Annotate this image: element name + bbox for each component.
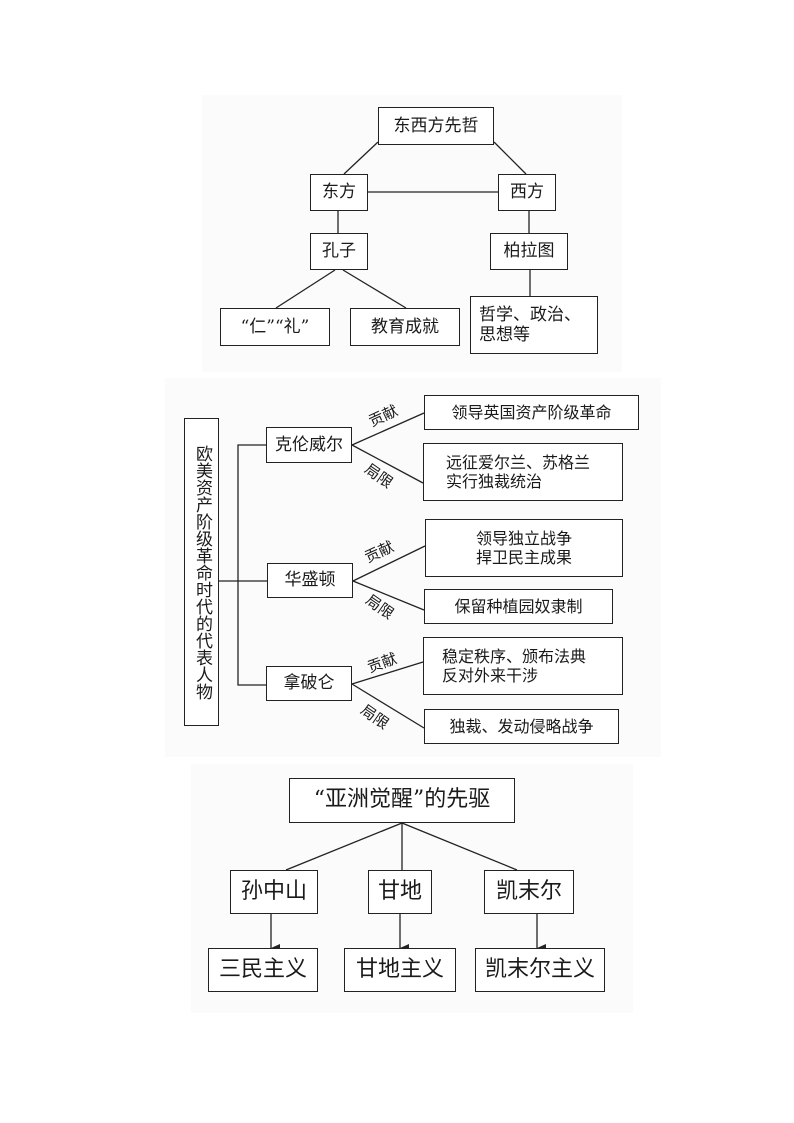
node-west: 西方 — [498, 174, 556, 211]
node-root-asian-awakening: “亚洲觉醒”的先驱 — [289, 778, 515, 823]
node-cromwell: 克伦威尔 — [266, 427, 352, 463]
node-washington-limitation: 保留种植园奴隶制 — [424, 589, 613, 624]
node-ren-li: “仁”“礼” — [220, 308, 330, 346]
node-napoleon: 拿破仑 — [266, 666, 352, 701]
node-plato: 柏拉图 — [490, 233, 568, 270]
node-napoleon-contribution: 稳定秩序、颁布法典 反对外来干涉 — [423, 637, 623, 695]
node-napoleon-limitation: 独裁、发动侵略战争 — [424, 709, 619, 744]
node-cromwell-contribution: 领导英国资产阶级革命 — [424, 395, 639, 430]
node-three-principles: 三民主义 — [208, 948, 318, 992]
node-kemalism: 凯末尔主义 — [475, 948, 605, 992]
node-gandhi: 甘地 — [368, 870, 432, 914]
node-cromwell-limitation: 远征爱尔兰、苏格兰 实行独裁统治 — [423, 443, 623, 501]
node-washington: 华盛顿 — [267, 563, 353, 598]
root-vertical-text: 欧美资产阶级革命时代的代表人物 — [192, 444, 212, 700]
node-root-revolution-figures: 欧美资产阶级革命时代的代表人物 — [184, 418, 219, 726]
node-education-achievement: 教育成就 — [350, 308, 460, 346]
node-gandhism: 甘地主义 — [344, 948, 456, 992]
node-confucius: 孔子 — [310, 233, 368, 270]
node-root-philosophers: 东西方先哲 — [378, 107, 494, 145]
node-kemal: 凯末尔 — [484, 870, 574, 914]
node-plato-ideas: 哲学、政治、 思想等 — [470, 296, 598, 354]
node-washington-contribution: 领导独立战争 捍卫民主成果 — [425, 519, 623, 577]
node-east: 东方 — [310, 174, 368, 211]
node-sun-yat-sen: 孙中山 — [230, 870, 318, 914]
